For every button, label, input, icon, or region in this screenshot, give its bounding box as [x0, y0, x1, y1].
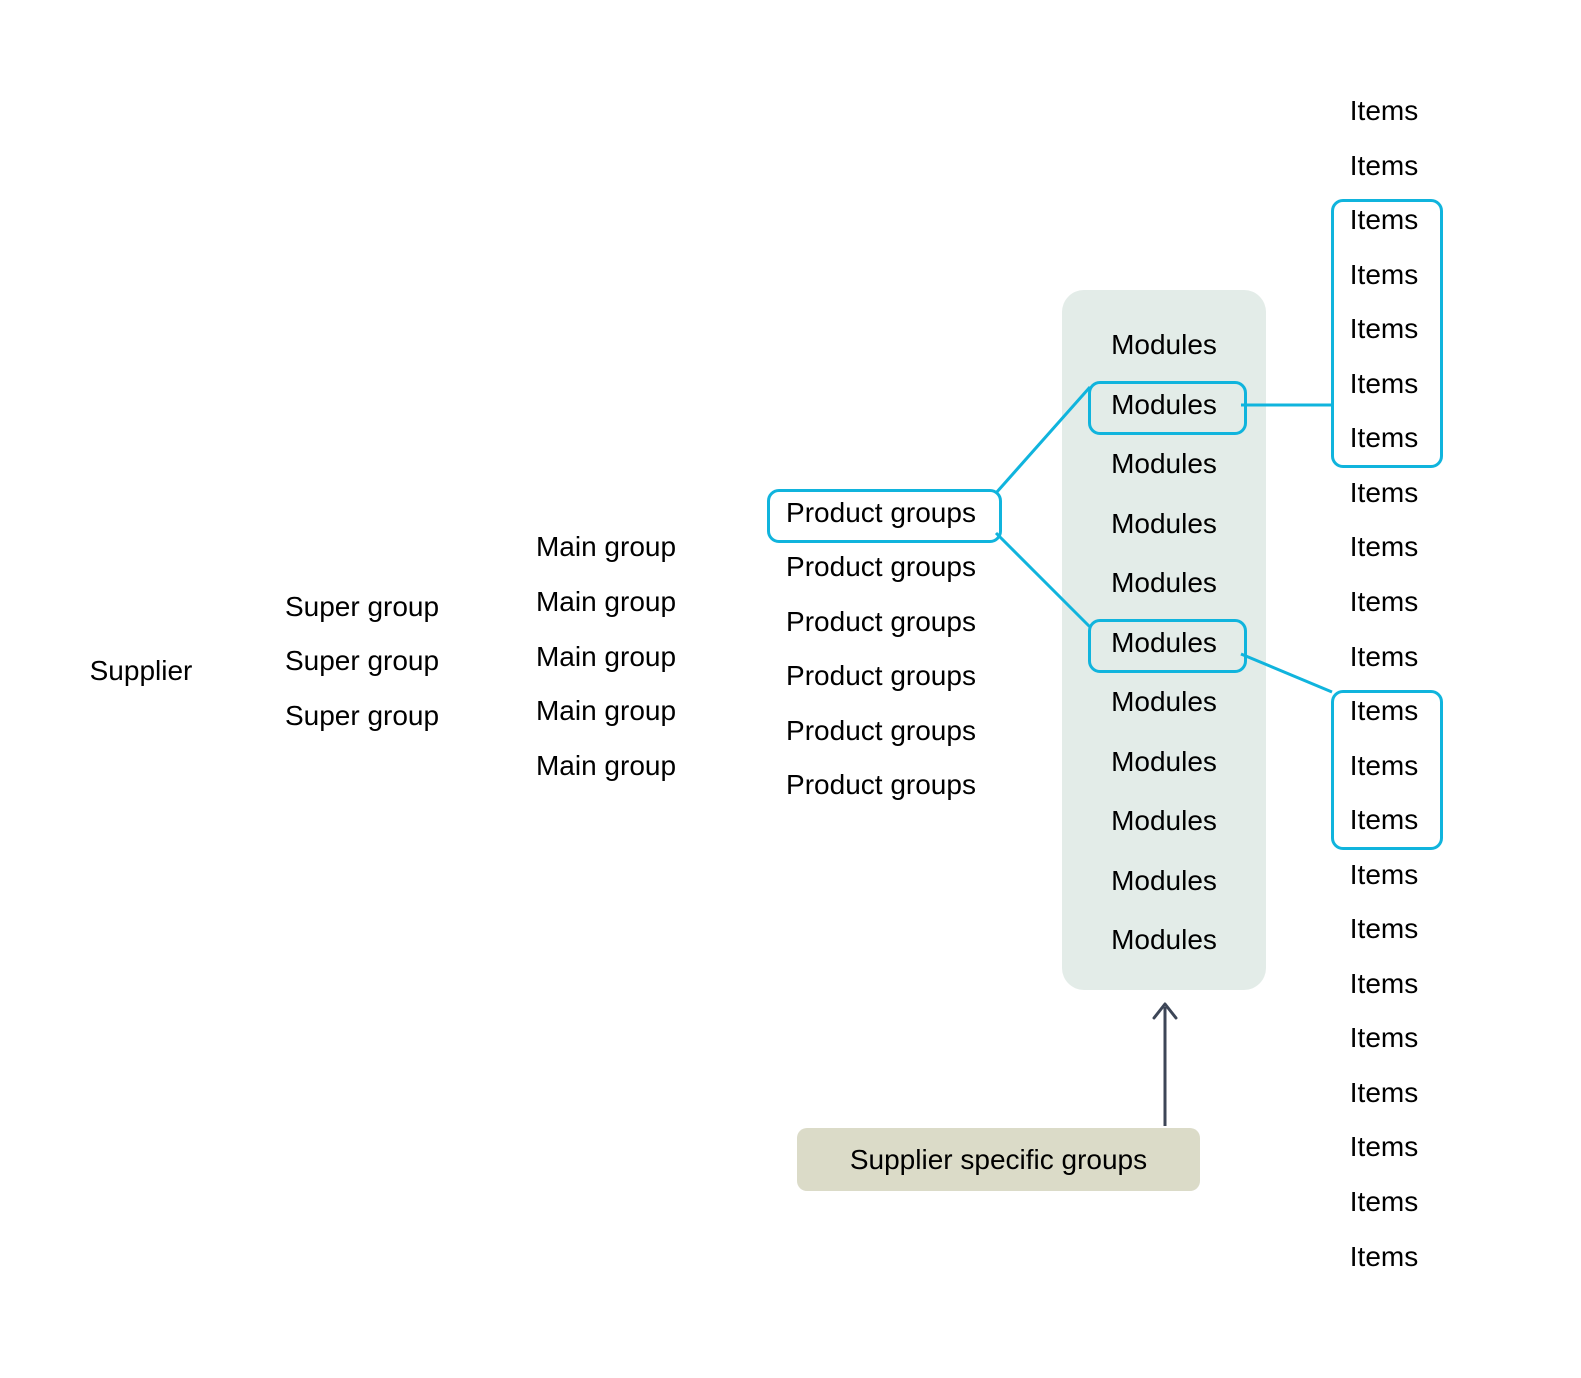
node-product-groups-5[interactable]: Product groups: [786, 715, 976, 746]
node-main-group-4[interactable]: Main group: [535, 695, 677, 726]
node-items-17[interactable]: Items: [1349, 968, 1419, 999]
node-items-15[interactable]: Items: [1349, 859, 1419, 890]
node-product-groups-2[interactable]: Product groups: [786, 551, 976, 582]
node-items-2[interactable]: Items: [1349, 150, 1419, 181]
node-items-12[interactable]: Items: [1349, 695, 1419, 726]
node-modules-9[interactable]: Modules: [1111, 805, 1217, 836]
callout-label: Supplier specific groups: [849, 1143, 1148, 1175]
node-main-group-1[interactable]: Main group: [535, 531, 677, 562]
node-product-groups-1[interactable]: Product groups: [786, 497, 976, 528]
node-items-3[interactable]: Items: [1349, 204, 1419, 235]
product-groups-selection-box[interactable]: [767, 489, 1002, 543]
node-modules-1[interactable]: Modules: [1111, 329, 1217, 360]
node-items-16[interactable]: Items: [1349, 913, 1419, 944]
node-main-group-3[interactable]: Main group: [535, 641, 677, 672]
modules-selection-box-2[interactable]: [1088, 619, 1247, 673]
node-modules-4[interactable]: Modules: [1111, 508, 1217, 539]
node-items-8[interactable]: Items: [1349, 477, 1419, 508]
node-modules-11[interactable]: Modules: [1111, 924, 1217, 955]
node-super-group-2[interactable]: Super group: [284, 645, 440, 676]
node-modules-6[interactable]: Modules: [1111, 627, 1217, 658]
node-items-14[interactable]: Items: [1349, 804, 1419, 835]
node-product-groups-3[interactable]: Product groups: [786, 606, 976, 637]
node-items-1[interactable]: Items: [1349, 95, 1419, 126]
node-items-10[interactable]: Items: [1349, 586, 1419, 617]
node-supplier[interactable]: Supplier: [89, 655, 193, 686]
node-modules-3[interactable]: Modules: [1111, 448, 1217, 479]
node-items-9[interactable]: Items: [1349, 531, 1419, 562]
node-product-groups-4[interactable]: Product groups: [786, 660, 976, 691]
node-modules-8[interactable]: Modules: [1111, 746, 1217, 777]
node-items-18[interactable]: Items: [1349, 1022, 1419, 1053]
node-product-groups-6[interactable]: Product groups: [786, 769, 976, 800]
node-items-4[interactable]: Items: [1349, 259, 1419, 290]
node-items-20[interactable]: Items: [1349, 1131, 1419, 1162]
node-items-13[interactable]: Items: [1349, 750, 1419, 781]
items-selection-box-2[interactable]: [1331, 690, 1443, 850]
items-selection-box-1[interactable]: [1331, 199, 1443, 468]
node-items-6[interactable]: Items: [1349, 368, 1419, 399]
node-items-22[interactable]: Items: [1349, 1241, 1419, 1272]
supplier-specific-groups-callout[interactable]: Supplier specific groups: [797, 1128, 1200, 1191]
node-items-21[interactable]: Items: [1349, 1186, 1419, 1217]
node-super-group-3[interactable]: Super group: [284, 700, 440, 731]
node-items-11[interactable]: Items: [1349, 641, 1419, 672]
node-items-5[interactable]: Items: [1349, 313, 1419, 344]
node-main-group-5[interactable]: Main group: [535, 750, 677, 781]
node-main-group-2[interactable]: Main group: [535, 586, 677, 617]
node-modules-2[interactable]: Modules: [1111, 389, 1217, 420]
modules-panel-background: [1062, 290, 1266, 990]
node-super-group-1[interactable]: Super group: [284, 591, 440, 622]
node-items-7[interactable]: Items: [1349, 422, 1419, 453]
node-modules-7[interactable]: Modules: [1111, 686, 1217, 717]
node-modules-5[interactable]: Modules: [1111, 567, 1217, 598]
node-items-19[interactable]: Items: [1349, 1077, 1419, 1108]
node-modules-10[interactable]: Modules: [1111, 865, 1217, 896]
